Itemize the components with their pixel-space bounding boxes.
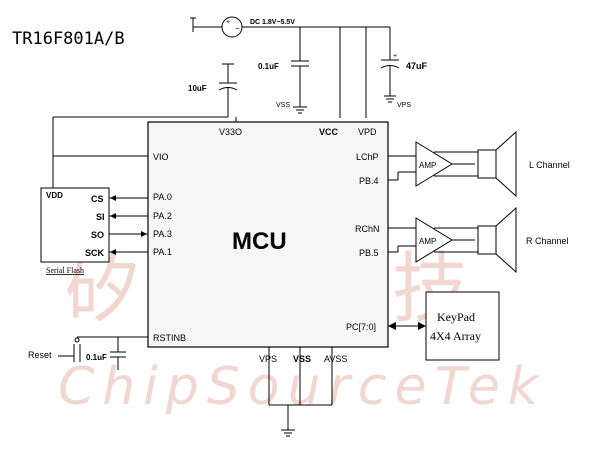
pin-rchn: RChN [355, 224, 380, 234]
pin-vpd: VPD [358, 127, 377, 137]
amp-right-label: AMP [419, 237, 436, 246]
cap-10uf-label: 10uF [188, 84, 207, 93]
amp-left-icon [415, 141, 453, 187]
reset-label: Reset [28, 350, 52, 360]
speaker-left-icon [477, 149, 497, 179]
pin-pa3: PA.3 [153, 229, 172, 239]
pin-rstinb: RSTINB [153, 333, 186, 343]
right-audio-path: AMP R Channel [388, 206, 569, 274]
watermark-english: ChipSourceTek [58, 357, 546, 417]
pin-v33o: V33O [219, 127, 242, 137]
supply-voltage-label: DC 1.8V~5.5V [250, 19, 295, 26]
pin-pb5: PB.5 [359, 248, 379, 258]
right-channel-label: R Channel [526, 236, 569, 246]
pin-pa2: PA.2 [153, 211, 172, 221]
capacitor-0-1uf: 0.1uF VSS [258, 27, 309, 114]
flash-pin-si: SI [96, 212, 105, 222]
capacitor-10uf: 10uF [188, 63, 238, 109]
pin-pa0: PA.0 [153, 192, 172, 202]
pin-pc: PC[7:0] [346, 322, 376, 332]
left-channel-label: L Channel [529, 160, 570, 170]
amp-left-label: AMP [419, 161, 436, 170]
pin-vcc: VCC [319, 127, 339, 137]
mcu-label: MCU [232, 228, 287, 255]
amp-right-icon [415, 217, 453, 263]
reset-button-icon [74, 337, 80, 343]
keypad-array-label: 4X4 Array [430, 329, 481, 343]
flash-pin-cs: CS [91, 194, 104, 204]
keypad-label: KeyPad [437, 310, 475, 324]
pin-avss: AVSS [324, 354, 347, 364]
reset-cap-label: 0.1uF [86, 353, 107, 362]
pin-pa1: PA.1 [153, 247, 172, 257]
flash-pin-sck: SCK [85, 248, 105, 258]
vps-top-label: VPS [397, 102, 411, 109]
vss-top-label: VSS [276, 102, 290, 109]
ground-bottom [268, 347, 333, 437]
flash-pin-so: SO [91, 230, 104, 240]
flash-caption: Serial Flash [46, 266, 84, 275]
pin-vps: VPS [259, 354, 277, 364]
reset-circuit: Reset 0.1uF [28, 336, 148, 370]
keypad-block: KeyPad 4X4 Array [388, 291, 500, 361]
cap-47uf-label: 47uF [406, 61, 428, 71]
svg-text:+: + [226, 19, 230, 26]
pin-vss: VSS [293, 354, 311, 364]
speaker-right-icon [477, 225, 497, 255]
svg-text:+: + [393, 53, 397, 60]
capacitor-47uf: + 47uF VPS [380, 27, 428, 109]
svg-text:−: − [235, 24, 240, 33]
mcu-block: MCU V33O VCC VPD VIO PA.0 PA.2 PA.3 PA.1… [147, 121, 389, 364]
serial-flash: VDD CS SI SO SCK Serial Flash [40, 187, 110, 275]
flash-vdd: VDD [46, 191, 63, 200]
pin-pb4: PB.4 [359, 176, 379, 186]
pin-lchp: LChP [356, 152, 379, 162]
power-supply: + − DC 1.8V~5.5V [190, 16, 390, 38]
left-audio-path: AMP L Channel [388, 130, 570, 198]
spi-wires [109, 195, 148, 255]
cap-0-1uf-label: 0.1uF [258, 62, 279, 71]
pin-vio: VIO [153, 152, 169, 162]
chip-title: TR16F801A/B [12, 29, 125, 49]
